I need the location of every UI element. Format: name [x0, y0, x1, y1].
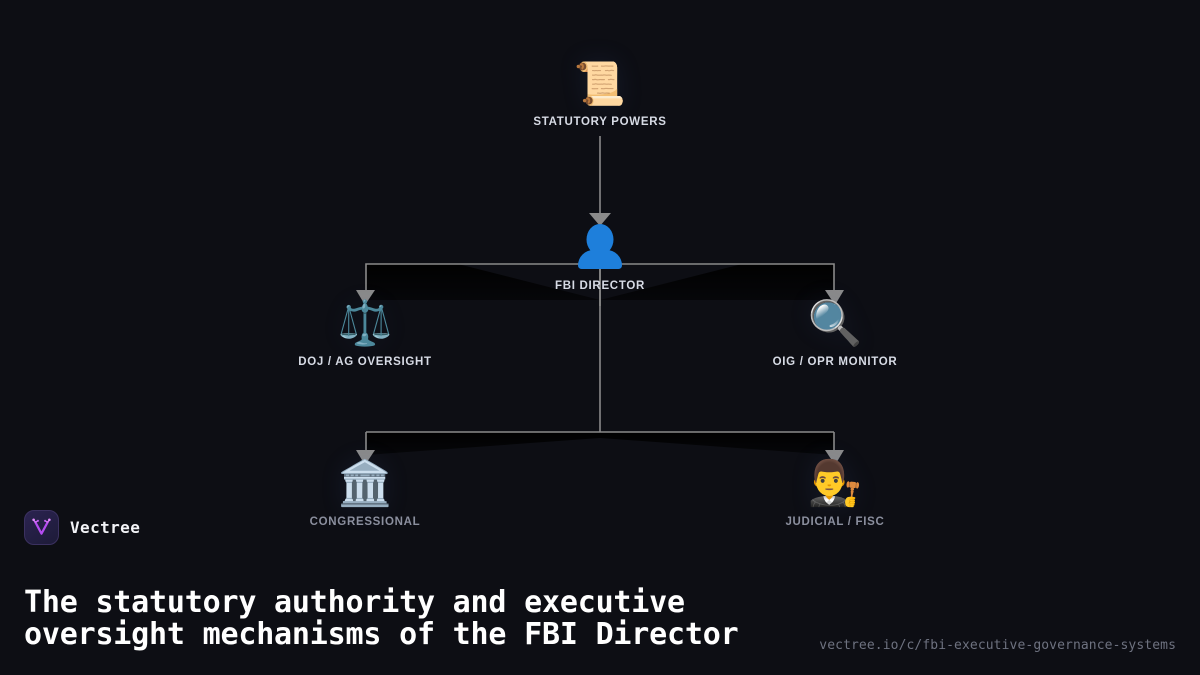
brand-name: Vectree	[70, 518, 141, 537]
person-head	[586, 224, 614, 255]
person-icon	[578, 222, 622, 274]
node-label-fbi-director: FBI DIRECTOR	[555, 280, 645, 292]
judge-icon: 👨‍⚖️	[807, 458, 863, 509]
site-url: vectree.io/c/fbi-executive-governance-sy…	[819, 638, 1176, 653]
vectree-logo-icon	[24, 510, 59, 545]
node-label-judicial-fisc: JUDICIAL / FISC	[785, 516, 885, 528]
scroll-icon: 📜	[573, 59, 627, 108]
edge-shadow-bottom	[366, 432, 834, 455]
node-label-oig-opr-monitor: OIG / OPR MONITOR	[772, 356, 898, 368]
node-fbi-director[interactable]: FBI DIRECTOR	[500, 222, 700, 292]
node-label-congressional: CONGRESSIONAL	[309, 516, 421, 528]
person-body	[578, 250, 622, 269]
node-label-statutory-powers: STATUTORY POWERS	[533, 116, 667, 128]
headline: The statutory authority and executive ov…	[24, 585, 739, 652]
node-label-doj-ag-oversight: DOJ / AG OVERSIGHT	[298, 356, 432, 368]
node-judicial-fisc[interactable]: 👨‍⚖️ JUDICIAL / FISC	[735, 458, 935, 529]
brand-row: Vectree	[24, 510, 140, 545]
node-congressional[interactable]: 🏛️ CONGRESSIONAL	[265, 458, 465, 529]
node-oig-opr-monitor[interactable]: 🔍 OIG / OPR MONITOR	[735, 298, 935, 369]
node-statutory-powers[interactable]: 📜 STATUTORY POWERS	[500, 58, 700, 129]
classical-building-icon: 🏛️	[337, 458, 393, 509]
balance-scale-icon: ⚖️	[337, 298, 393, 349]
node-doj-ag-oversight[interactable]: ⚖️ DOJ / AG OVERSIGHT	[265, 298, 465, 369]
magnifying-glass-icon: 🔍	[807, 298, 863, 349]
